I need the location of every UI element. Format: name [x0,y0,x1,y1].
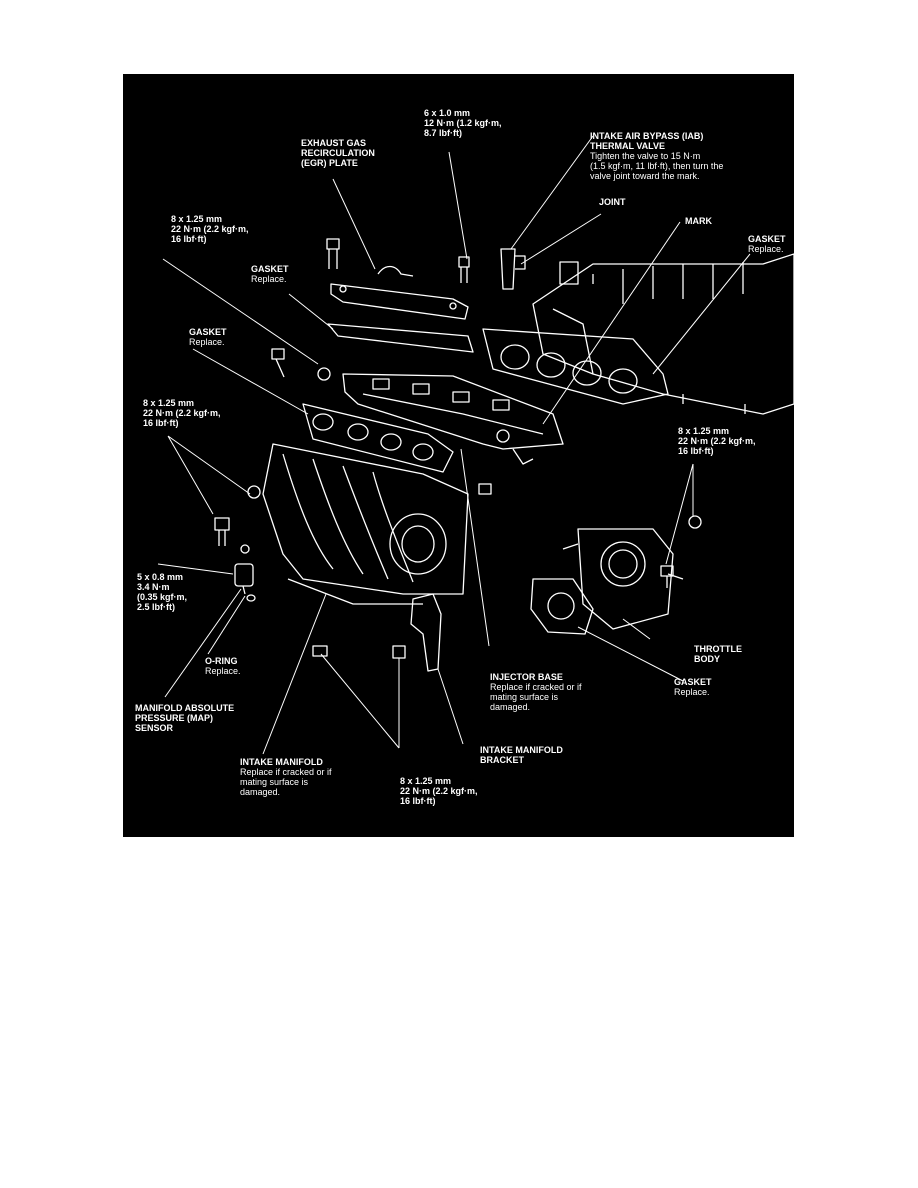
egr-plate-part [330,265,469,320]
bolts [214,238,702,659]
injector-base-part [342,373,564,465]
head-port-gasket [482,328,669,405]
label-joint: JOINT [599,197,626,207]
label-iab-valve: INTAKE AIR BYPASS (IAB)THERMAL VALVE Tig… [590,131,724,181]
map-sensor-part [234,563,256,602]
bracket-part [410,593,442,672]
injector-gasket-part [302,403,454,473]
egr-gasket-part [327,323,474,353]
throttle-gasket-part [530,578,594,635]
cylinder-head [532,253,794,415]
label-mark: MARK [685,216,712,226]
throttle-body-part [562,528,684,630]
intake-manifold-part [262,443,469,605]
label-intake-manifold: INTAKE MANIFOLD Replace if cracked or if… [240,757,332,797]
leader-lines [157,135,751,755]
iab-valve-part [500,248,526,290]
exploded-view-drawing [157,135,794,755]
